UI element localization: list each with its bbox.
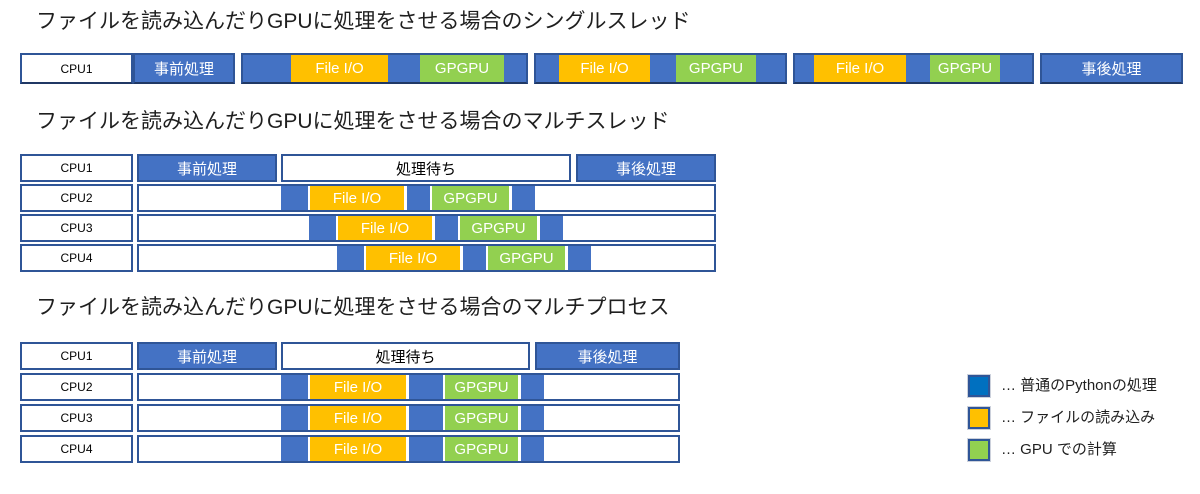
- thread-row: File I/O GPGPU: [137, 184, 716, 212]
- segment-file-io: File I/O: [310, 186, 404, 210]
- segment-file-io: File I/O: [338, 216, 432, 240]
- segment-python: [512, 186, 535, 210]
- segment-python: [463, 246, 486, 270]
- legend-label: … 普通のPythonの処理: [1001, 377, 1157, 394]
- timeline-box-2: File I/O GPGPU: [534, 53, 787, 84]
- segment-python: [435, 216, 458, 240]
- segment-python: [1000, 55, 1032, 82]
- segment-python: [504, 55, 526, 82]
- segment-gpgpu: GPGPU: [445, 437, 518, 461]
- process-row: File I/O GPGPU: [137, 373, 680, 401]
- segment-gpgpu: GPGPU: [432, 186, 509, 210]
- segment-gpgpu: GPGPU: [445, 375, 518, 399]
- thread-row: File I/O GPGPU: [137, 244, 716, 272]
- timeline-box-1: File I/O GPGPU: [241, 53, 528, 84]
- python-color-swatch-icon: [968, 375, 990, 397]
- segment-gpgpu: GPGPU: [930, 55, 1000, 82]
- segment-python: [521, 406, 544, 430]
- segment-python: [409, 375, 443, 399]
- legend-item: … ファイルの読み込み: [968, 407, 1155, 429]
- segment-post-processing: 事後処理: [1040, 53, 1183, 84]
- segment-file-io: File I/O: [291, 55, 388, 82]
- segment-python: [568, 246, 591, 270]
- segment-python: [281, 186, 308, 210]
- cpu-label: CPU1: [60, 61, 93, 76]
- segment-waiting: 処理待ち: [281, 154, 571, 182]
- cpu-label-cell: CPU1: [20, 154, 133, 182]
- process-row: File I/O GPGPU: [137, 404, 680, 432]
- segment-python: [407, 186, 430, 210]
- segment-python: [521, 437, 544, 461]
- segment-gpgpu: GPGPU: [420, 55, 504, 82]
- segment-python: [281, 437, 308, 461]
- segment-python: [650, 55, 676, 82]
- segment-python: [337, 246, 364, 270]
- process-row: File I/O GPGPU: [137, 435, 680, 463]
- segment-python: [388, 55, 420, 82]
- thread-row: File I/O GPGPU: [137, 214, 716, 242]
- segment-waiting: 処理待ち: [281, 342, 530, 370]
- section-title-multi-process: ファイルを読み込んだりGPUに処理をさせる場合のマルチプロセス: [36, 296, 670, 319]
- cpu-label-cell: CPU2: [20, 373, 133, 401]
- segment-file-io: File I/O: [366, 246, 460, 270]
- segment-pre-processing: 事前処理: [133, 53, 235, 84]
- cpu-label-cell: CPU4: [20, 244, 133, 272]
- segment-gpgpu: GPGPU: [488, 246, 565, 270]
- segment-file-io: File I/O: [310, 375, 406, 399]
- section-title-single-thread: ファイルを読み込んだりGPUに処理をさせる場合のシングルスレッド: [36, 10, 691, 33]
- segment-python: [243, 55, 291, 82]
- segment-python: [540, 216, 563, 240]
- timeline-box-3: File I/O GPGPU: [793, 53, 1034, 84]
- segment-python: [756, 55, 785, 82]
- segment-gpgpu: GPGPU: [676, 55, 756, 82]
- section-title-multi-thread: ファイルを読み込んだりGPUに処理をさせる場合のマルチスレッド: [36, 110, 670, 133]
- segment-file-io: File I/O: [310, 437, 406, 461]
- segment-python: [409, 406, 443, 430]
- cpu-label-cell: CPU1: [20, 342, 133, 370]
- segment-python: [309, 216, 336, 240]
- cpu-label-cell: CPU2: [20, 184, 133, 212]
- segment-post-processing: 事後処理: [535, 342, 680, 370]
- segment-gpgpu: GPGPU: [445, 406, 518, 430]
- segment-python: [521, 375, 544, 399]
- segment-file-io: File I/O: [310, 406, 406, 430]
- cpu-label-cell: CPU1: [20, 53, 133, 84]
- legend-label: … ファイルの読み込み: [1001, 409, 1156, 426]
- legend-item: … GPU での計算: [968, 439, 1117, 461]
- file-read-color-swatch-icon: [968, 407, 990, 429]
- segment-python: [536, 55, 559, 82]
- segment-gpgpu: GPGPU: [460, 216, 537, 240]
- legend-item: … 普通のPythonの処理: [968, 375, 1157, 397]
- gpu-compute-color-swatch-icon: [968, 439, 990, 461]
- segment-pre-processing: 事前処理: [137, 342, 277, 370]
- legend-label: … GPU での計算: [1001, 441, 1117, 458]
- cpu-label-cell: CPU4: [20, 435, 133, 463]
- segment-pre-processing: 事前処理: [137, 154, 277, 182]
- segment-python: [795, 55, 814, 82]
- segment-file-io: File I/O: [559, 55, 650, 82]
- segment-python: [281, 406, 308, 430]
- segment-python: [281, 375, 308, 399]
- cpu-label-cell: CPU3: [20, 214, 133, 242]
- cpu-label-cell: CPU3: [20, 404, 133, 432]
- segment-python: [409, 437, 443, 461]
- segment-post-processing: 事後処理: [576, 154, 716, 182]
- segment-file-io: File I/O: [814, 55, 906, 82]
- segment-python: [906, 55, 930, 82]
